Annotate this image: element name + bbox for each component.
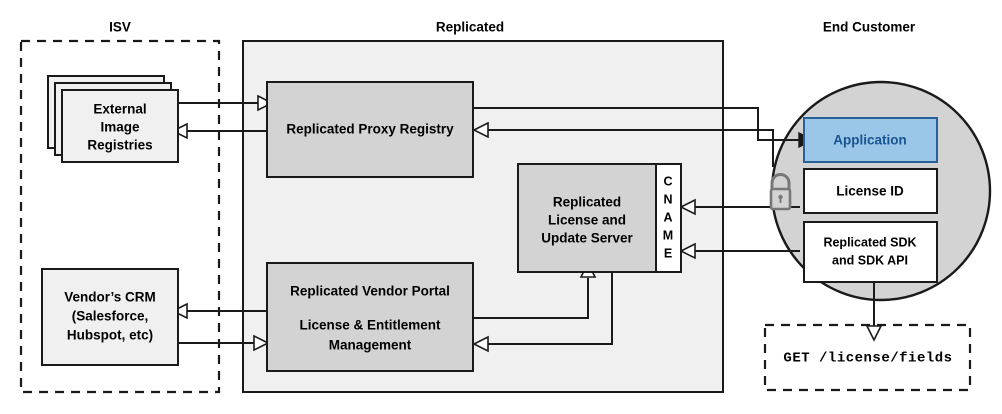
isv-zone-boundary: [19, 39, 221, 394]
vendor-crm-label-line2: (Salesforce,: [72, 309, 149, 324]
vendor-portal-rect: [266, 262, 474, 372]
license-id-rect: [803, 168, 938, 214]
proxy-registry-rect: [266, 81, 474, 178]
vendor-portal-label-line3: Management: [329, 338, 412, 353]
application-label: Application: [833, 133, 907, 148]
external-registries-label-line3: Registries: [87, 138, 152, 153]
external-registries-label-line1: External: [93, 102, 146, 117]
cname-letter-1: C: [663, 174, 672, 188]
arrowhead-portal-to-crm: [171, 302, 188, 320]
replicated-sdk-label-line1: Replicated SDK: [823, 235, 916, 249]
padlock-keyhole-slot: [779, 197, 782, 203]
cname-letter-5: E: [664, 246, 672, 260]
vendor-crm-box: Vendor’s CRM (Salesforce, Hubspot, etc): [41, 268, 179, 366]
license-server-label-line3: Update Server: [541, 231, 633, 246]
replicated-vendor-portal-box: Replicated Vendor Portal License & Entit…: [266, 262, 474, 372]
vendor-portal-label-line2: License & Entitlement: [299, 318, 441, 333]
arrowhead-proxy-to-registries: [171, 122, 188, 140]
connector-proxy-to-application: [473, 107, 800, 141]
zone-title-end-customer: End Customer: [823, 20, 916, 35]
application-box: Application: [803, 117, 938, 163]
license-id-label: License ID: [836, 184, 904, 199]
vendor-crm-label-line1: Vendor’s CRM: [64, 290, 156, 305]
arrowhead-license-server-to-portal: [472, 335, 489, 353]
external-registries-label-line2: Image: [100, 120, 140, 135]
license-server-label-line1: Replicated: [553, 195, 621, 210]
replicated-license-update-server-box: Replicated License and Update Server: [517, 163, 657, 273]
arrowhead-registries-to-proxy: [257, 94, 274, 112]
arrowhead-application-to-proxy: [472, 121, 489, 139]
replicated-sdk-rect: [803, 221, 938, 283]
external-registries-card-front: [61, 89, 179, 163]
cname-letter-2: N: [663, 192, 672, 206]
vendor-crm-label-line3: Hubspot, etc): [67, 328, 153, 343]
arrowhead-crm-to-portal: [253, 334, 270, 352]
application-rect: [803, 117, 938, 163]
replicated-proxy-registry-box: Replicated Proxy Registry: [266, 81, 474, 178]
cname-box: C N A M E: [655, 163, 682, 273]
license-server-label-line2: License and: [548, 213, 626, 228]
arrowhead-sdk-to-cname: [679, 242, 696, 260]
vendor-portal-label-line1: Replicated Vendor Portal: [290, 284, 450, 299]
arrowhead-licenseid-to-cname: [679, 198, 696, 216]
replicated-sdk-label-line2: and SDK API: [832, 253, 908, 267]
arrowhead-sdk-to-api-request: [865, 325, 883, 342]
unlocked-padlock-icon: [769, 173, 792, 211]
cname-rect: [655, 163, 682, 273]
cname-letter-3: A: [663, 210, 672, 224]
connector-portal-to-license-server: [473, 278, 589, 319]
license-server-rect: [517, 163, 657, 273]
connector-license-server-to-portal: [487, 272, 613, 345]
vendor-crm-rect: [41, 268, 179, 366]
api-request-box: GET /license/fields: [763, 323, 972, 392]
cname-letter-4: M: [663, 228, 673, 242]
zone-title-isv: ISV: [109, 20, 131, 35]
replicated-sdk-box: Replicated SDK and SDK API: [803, 221, 938, 283]
connector-application-to-proxy: [487, 129, 774, 167]
license-id-box: License ID: [803, 168, 938, 214]
api-request-label: GET /license/fields: [783, 351, 952, 367]
padlock-shackle: [770, 173, 791, 189]
proxy-registry-label: Replicated Proxy Registry: [286, 122, 454, 137]
external-image-registries: External Image Registries: [47, 75, 179, 163]
api-request-boundary: [763, 323, 972, 392]
zone-title-replicated: Replicated: [436, 20, 504, 35]
